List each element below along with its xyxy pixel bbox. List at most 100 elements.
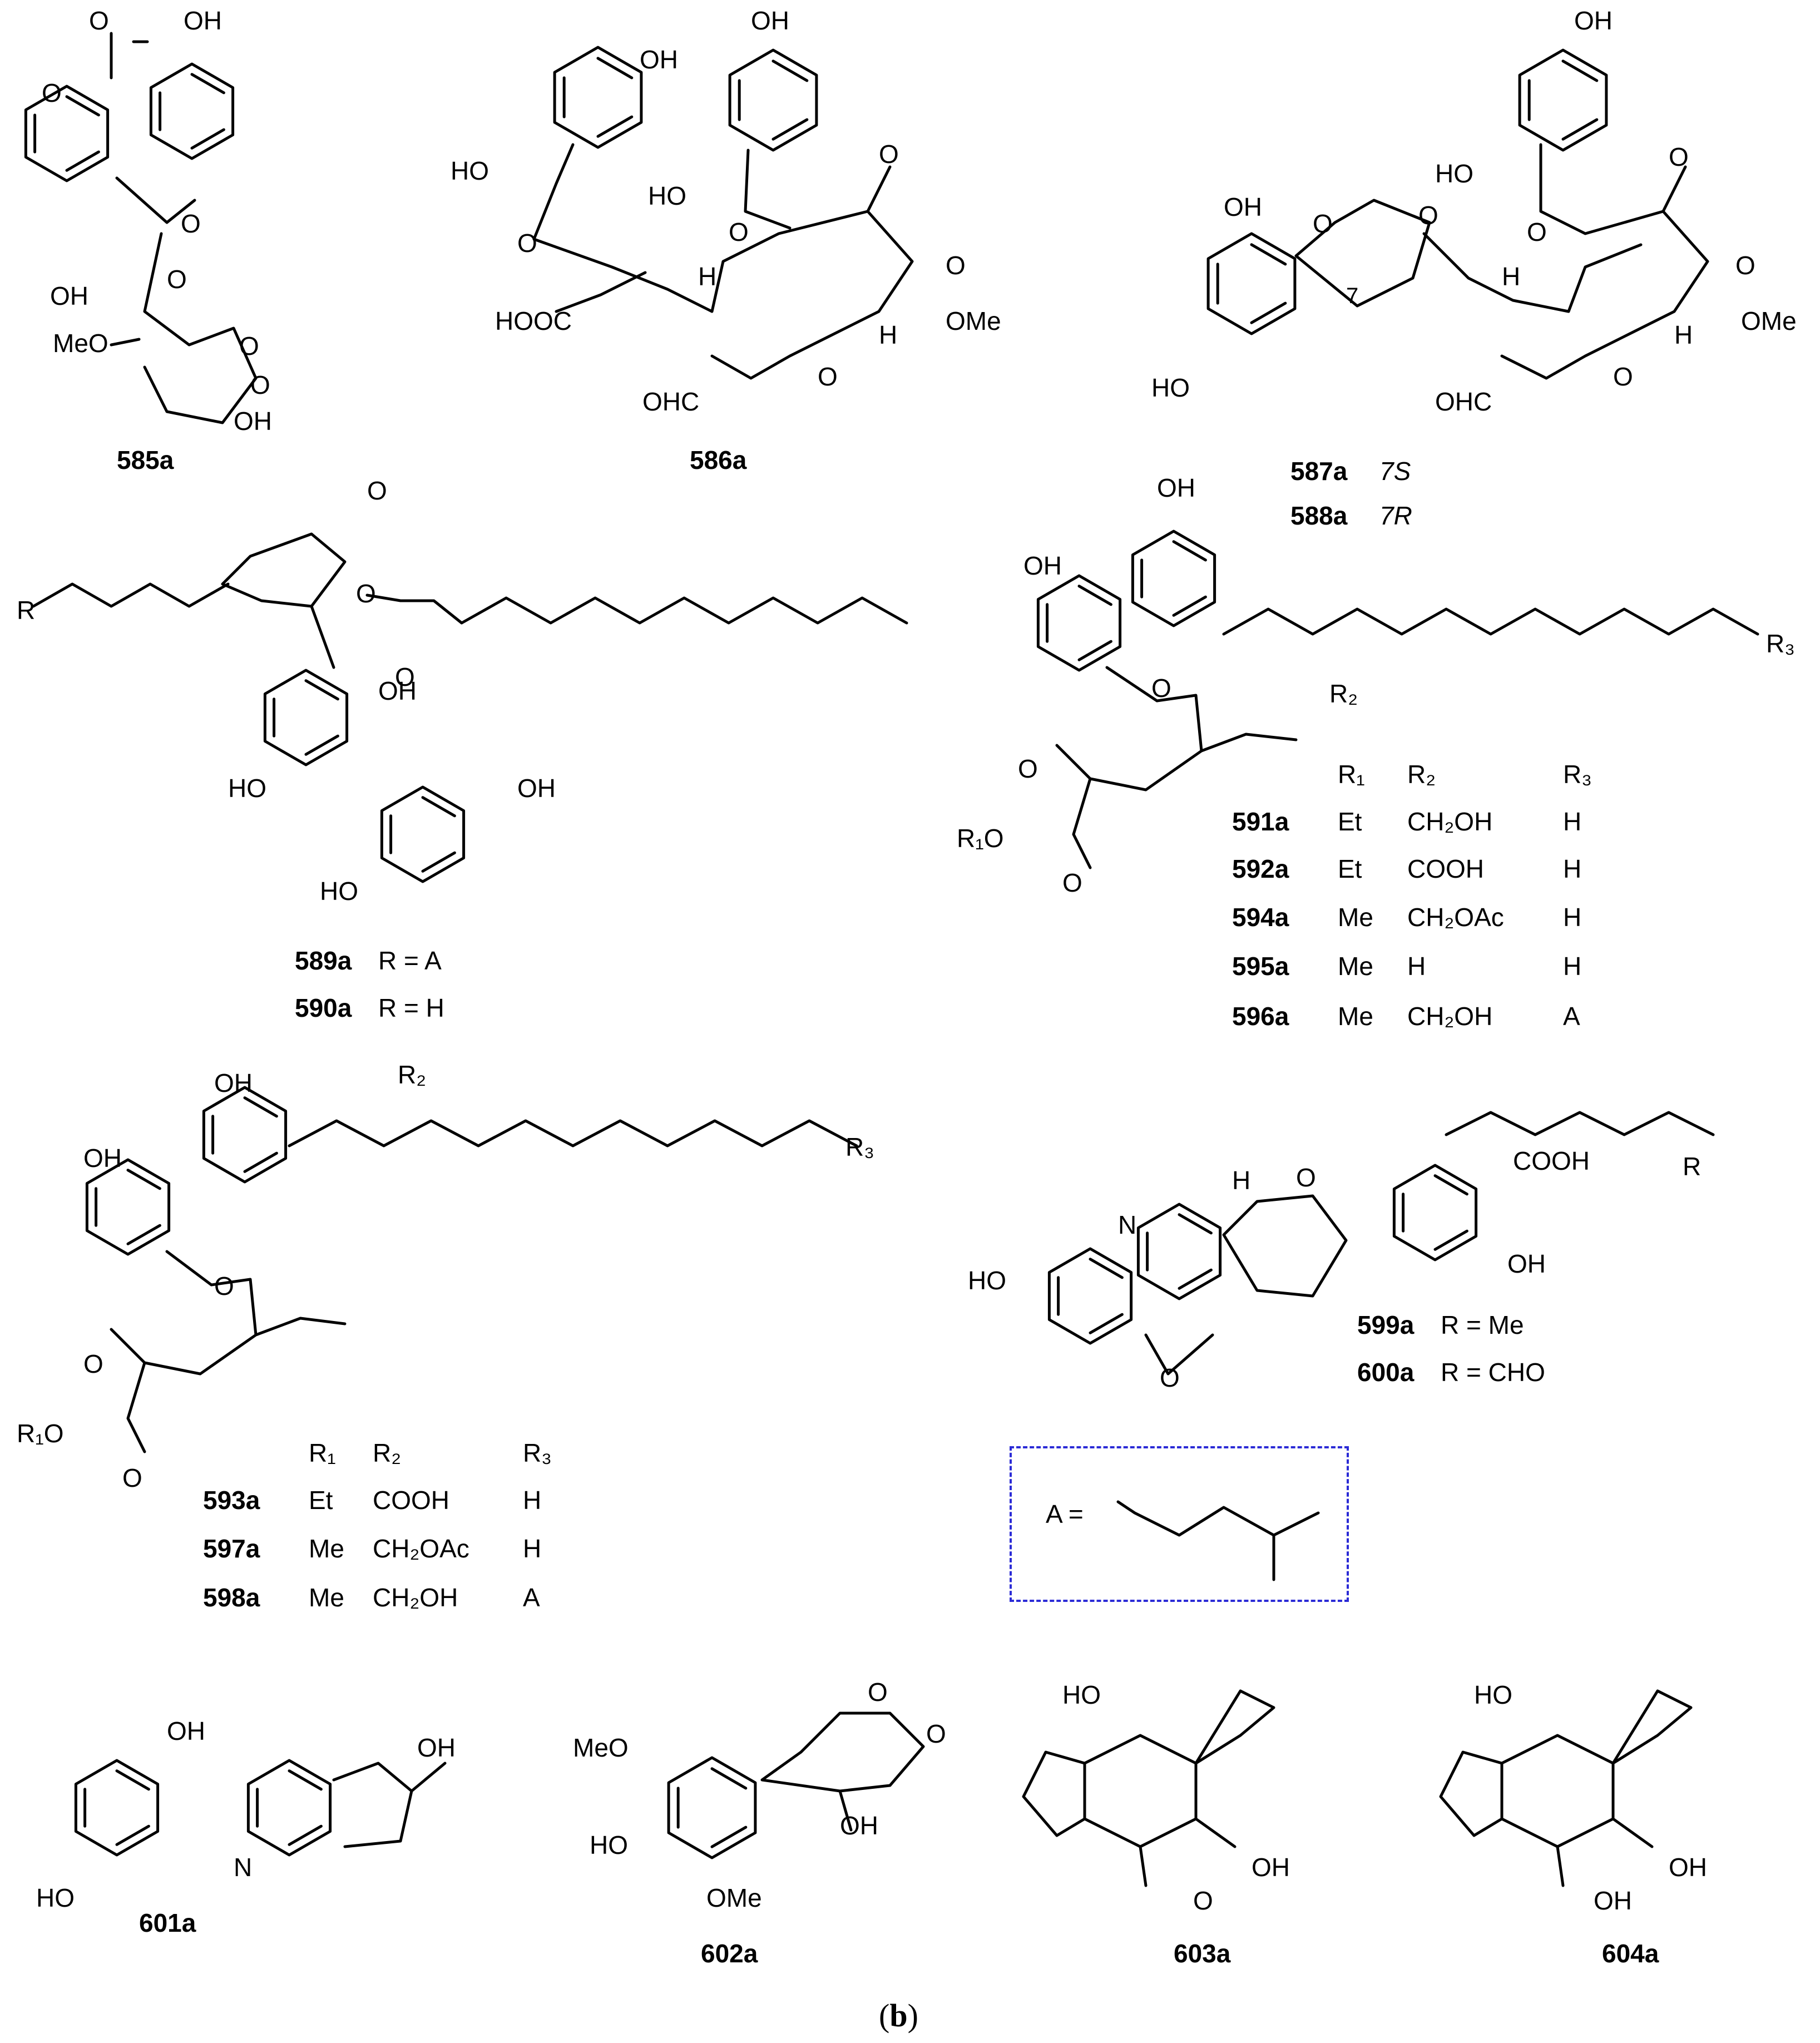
table-591-row-r3: H: [1563, 952, 1582, 981]
table-591-row-id: 592a: [1232, 854, 1289, 883]
atom-o: O: [1193, 1886, 1213, 1915]
double-bond: [421, 851, 456, 873]
double-bond: [710, 1826, 748, 1848]
double-bond: [1561, 60, 1599, 82]
table-593-row-r3: A: [523, 1583, 540, 1612]
ring-593-a: [202, 1086, 288, 1184]
atom-oh: OH: [1594, 1886, 1632, 1915]
ring-599-fused: [1144, 1194, 1348, 1376]
table-591-row-r2: CH₂OAc: [1407, 903, 1504, 932]
ring-599-c: [1392, 1164, 1478, 1262]
double-bond: [421, 796, 456, 818]
table-591-header-r2: R₂: [1407, 760, 1436, 789]
double-bond: [1089, 1258, 1124, 1279]
atom-h: H: [1502, 262, 1521, 291]
double-bond: [190, 128, 225, 150]
table-593-row-r1: Me: [309, 1583, 344, 1612]
double-bond: [1561, 118, 1599, 141]
ring-593-spiro: [110, 1250, 347, 1376]
double-bond: [304, 734, 339, 756]
double-bond: [1250, 243, 1287, 266]
atom-ho: HO: [1474, 1680, 1512, 1709]
double-bond: [65, 150, 100, 172]
ring-586-a: [553, 46, 643, 149]
atom-ho: HO: [968, 1266, 1006, 1295]
ring-589-furanone: [221, 532, 347, 608]
table-591-row-r2: COOH: [1407, 854, 1484, 883]
atom-o: O: [1613, 362, 1633, 391]
table-593-header-r1: R₁: [309, 1438, 336, 1467]
atom-cooh: COOH: [1513, 1146, 1590, 1175]
atom-oh: OH: [751, 6, 789, 35]
double-bond: [126, 1224, 161, 1245]
double-bond: [304, 679, 339, 701]
atom-oh: OH: [1574, 6, 1613, 35]
atom-ome: OMe: [1741, 306, 1797, 335]
table-591-row-r2: CH₂OH: [1407, 1002, 1493, 1031]
atom-meo: MeO: [53, 329, 108, 358]
atom-o: O: [946, 251, 966, 280]
ring-587-furanone: [1294, 199, 1643, 313]
double-bond: [1077, 585, 1112, 606]
atom-ohc: OHC: [642, 387, 700, 416]
chain-593: [288, 1119, 858, 1147]
atom-ho: HO: [451, 156, 489, 185]
atom-o: O: [214, 1272, 234, 1300]
compound-label-589a: 589a: [295, 946, 352, 975]
table-593-row-r2: CH₂OAc: [373, 1534, 469, 1563]
substituent-a-chain: [1116, 1500, 1320, 1581]
atom-o: O: [1151, 674, 1171, 703]
atom-oh: OH: [167, 1716, 205, 1745]
atom-o: O: [167, 265, 187, 294]
ring-587-a: [1518, 48, 1608, 152]
atom-o: O: [395, 662, 415, 691]
caption-open-paren: (: [879, 1997, 890, 2034]
atom-r3: R₃: [1766, 629, 1795, 658]
compound-note-588a: 7R: [1379, 501, 1412, 530]
compound-label-600a: 600a: [1357, 1358, 1415, 1387]
ring-585-right: [149, 62, 235, 160]
atom-meo: MeO: [573, 1733, 629, 1762]
compound-label-599a: 599a: [1357, 1310, 1415, 1339]
compound-label-601a: 601a: [139, 1908, 196, 1937]
compound-label-604a: 604a: [1602, 1939, 1659, 1968]
table-593-row-r2: CH₂OH: [373, 1583, 458, 1612]
atom-oh: OH: [214, 1069, 253, 1097]
atom-o: O: [42, 78, 62, 107]
ring-601-a: [74, 1759, 160, 1857]
bond-586-side: [555, 149, 892, 313]
ring-586-core: [532, 143, 914, 380]
ring-602: [667, 1756, 757, 1859]
compound-label-587a: 587a: [1290, 457, 1348, 486]
atom-o: O: [926, 1719, 946, 1748]
table-593-row-r1: Me: [309, 1534, 344, 1563]
atom-r: R: [1683, 1152, 1702, 1181]
table-593-header-r2: R₂: [373, 1438, 402, 1467]
table-591-row-r1: Me: [1338, 903, 1373, 932]
ring-599-a: [1047, 1247, 1133, 1345]
table-593-header-r3: R₃: [523, 1438, 552, 1467]
atom-o: O: [1527, 217, 1547, 246]
atom-o: O: [1018, 754, 1038, 783]
caption-close-paren: ): [907, 1997, 918, 2034]
atom-o: O: [181, 209, 201, 238]
compound-label-586a: 586a: [690, 446, 747, 474]
atom-o: O: [1160, 1363, 1180, 1392]
panel-caption: (b): [879, 1997, 918, 2034]
atom-o: O: [1735, 251, 1755, 280]
atom-oh: OH: [50, 281, 88, 310]
double-bond: [1178, 1268, 1213, 1290]
atom-o: O: [1418, 201, 1438, 230]
double-bond: [115, 1769, 150, 1791]
double-bond: [1250, 301, 1287, 324]
ring-601-b: [246, 1759, 332, 1857]
atom-o: O: [83, 1349, 103, 1378]
atom-h: H: [879, 320, 898, 349]
atom-n: N: [1118, 1210, 1137, 1239]
atom-o: O: [239, 332, 259, 360]
atom-oh: OH: [1157, 473, 1195, 502]
bond-593-ester: [126, 1361, 146, 1453]
table-591-header-r1: R₁: [1338, 760, 1365, 789]
atom-oh: OH: [640, 45, 678, 74]
